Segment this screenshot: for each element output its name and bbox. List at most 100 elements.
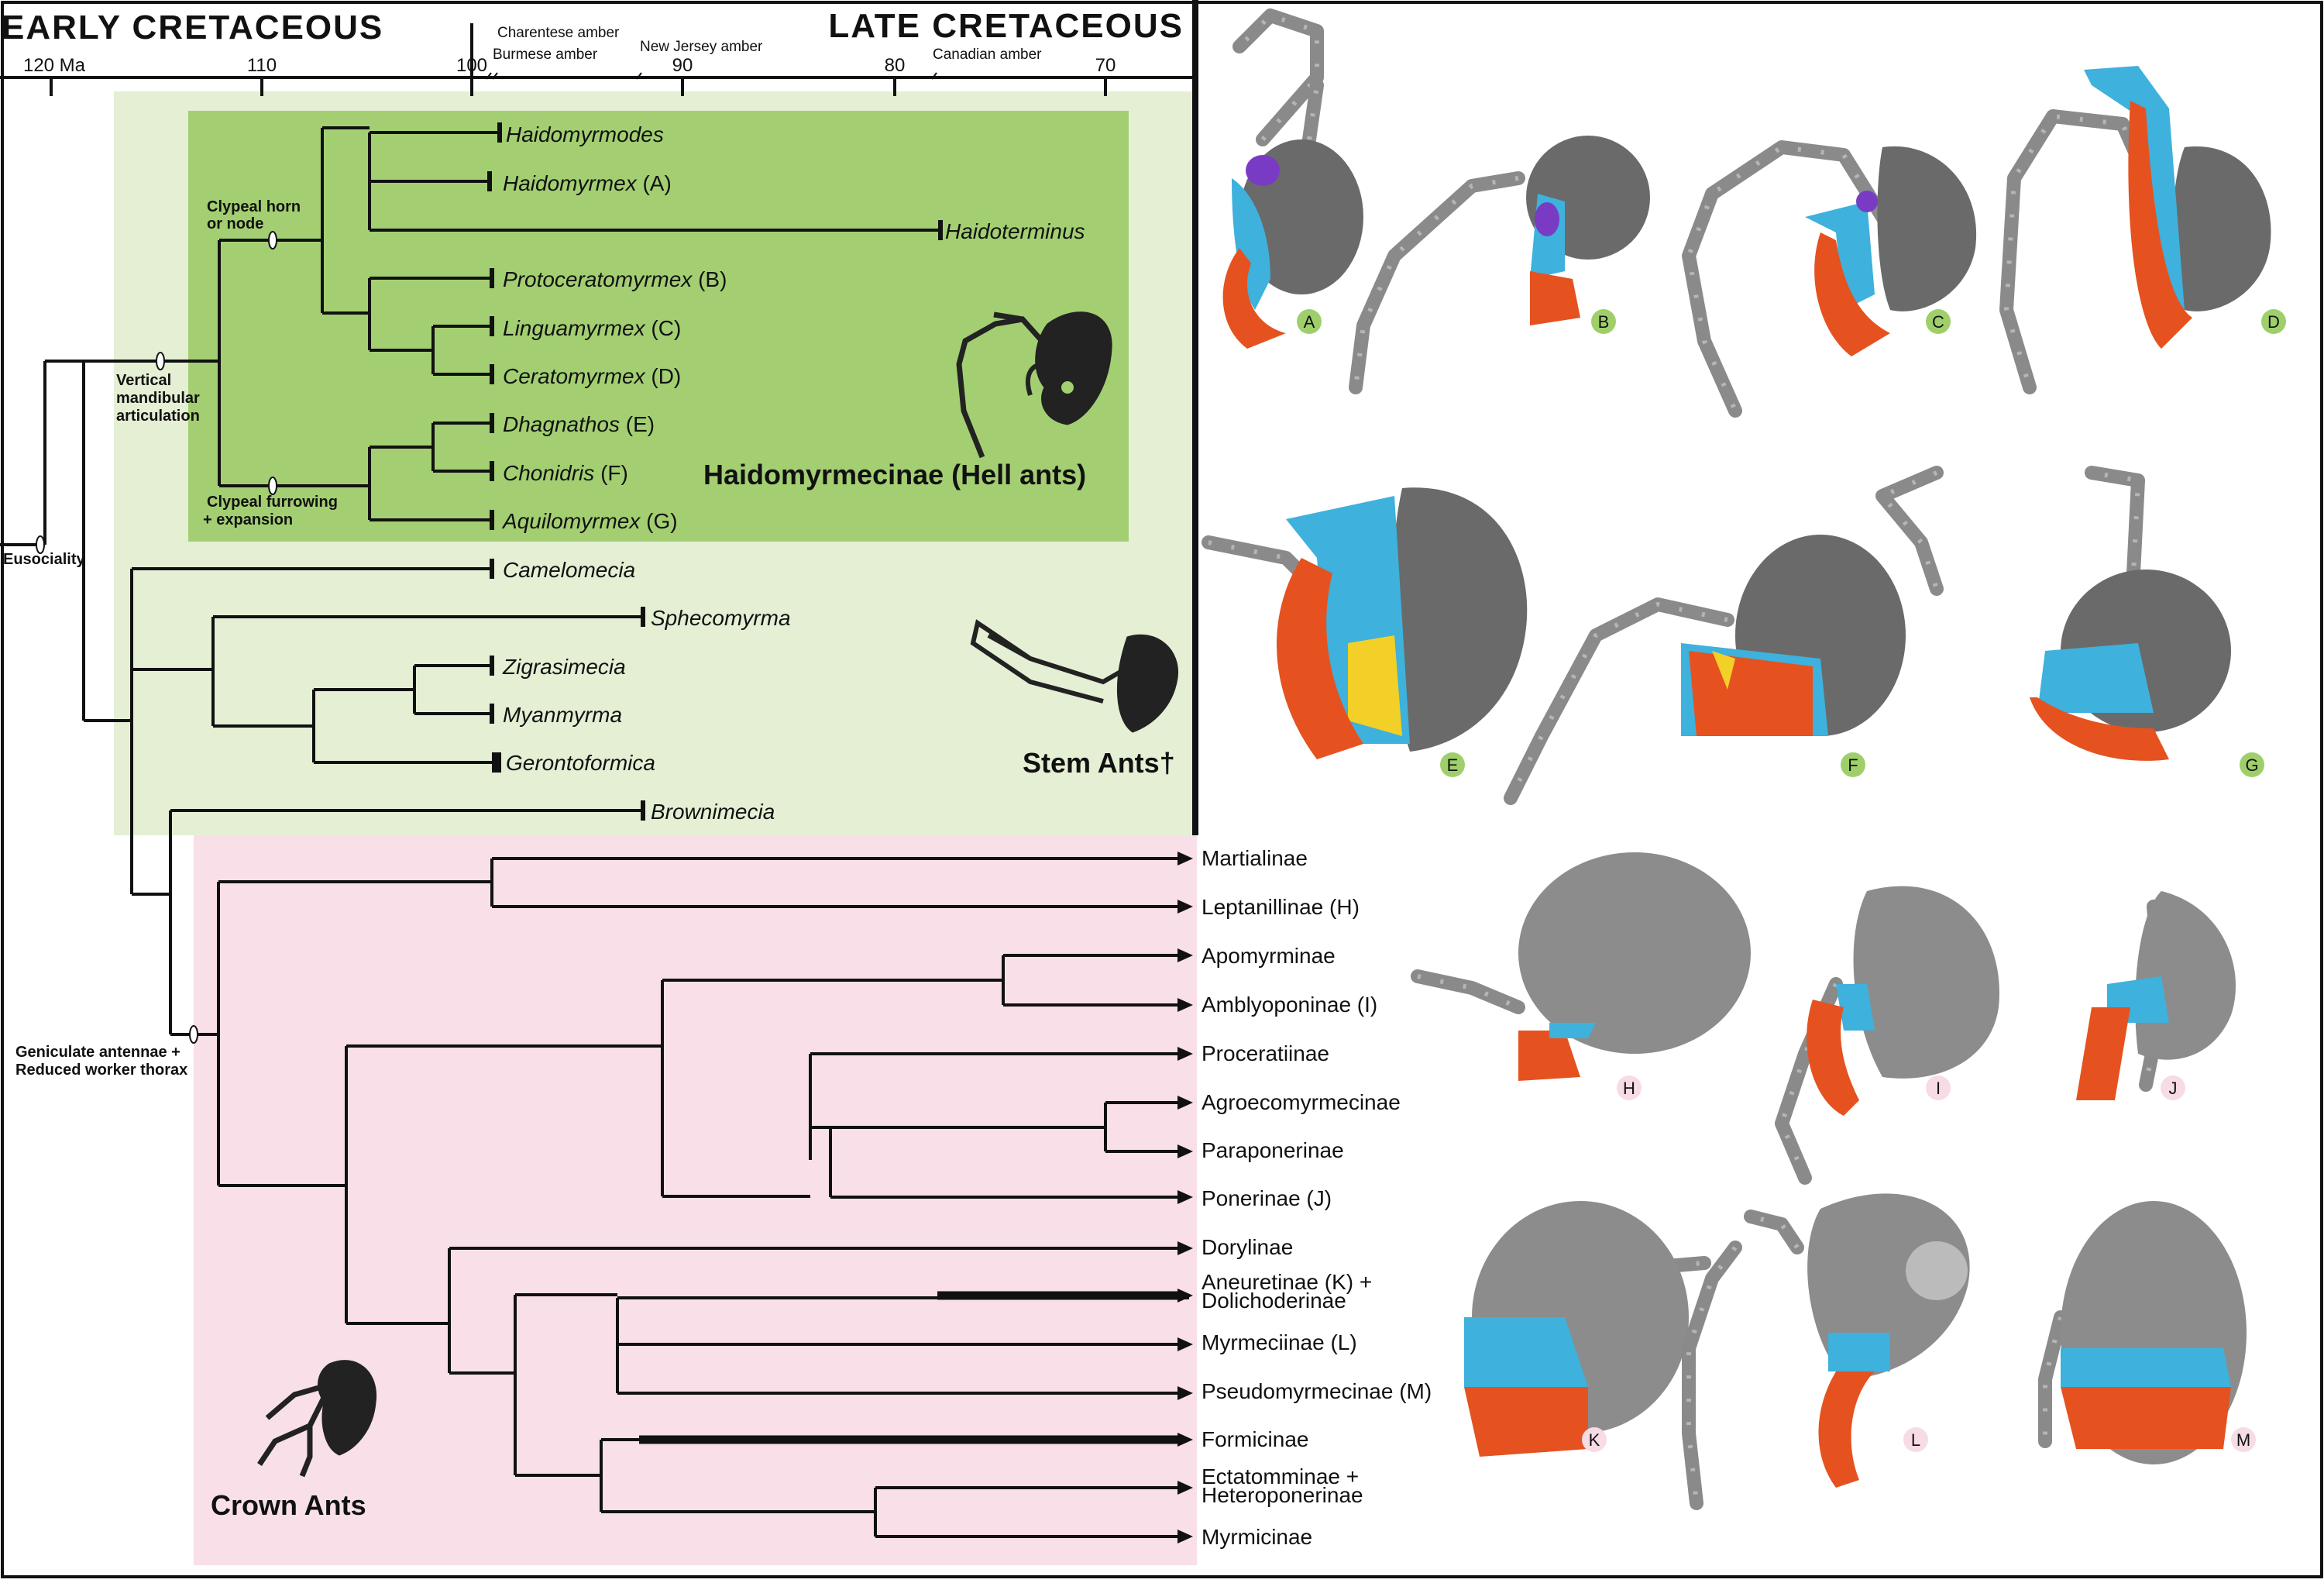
panel-letter-M: M — [2231, 1427, 2256, 1452]
arrowhead-12 — [1177, 1433, 1193, 1447]
taxon-haidomyrmex: Haidomyrmex (A) — [503, 171, 672, 195]
panel-letter-G: G — [2240, 752, 2264, 777]
arrowhead-13 — [1177, 1481, 1193, 1495]
node-label-geniculate-2: Reduced worker thorax — [15, 1062, 187, 1079]
panel-letter-F: F — [1841, 752, 1865, 777]
svg-text:B: B — [1598, 312, 1610, 332]
gerontoformica-range — [492, 752, 501, 773]
tick-label-120: 120 Ma — [23, 55, 86, 76]
taxon-brownimecia: Brownimecia — [651, 800, 775, 824]
svg-text:L: L — [1911, 1430, 1920, 1450]
hell-ants-box — [188, 111, 1129, 542]
crown-taxon-8: Dorylinae — [1202, 1235, 1293, 1259]
taxon-haidomyrmodes: Haidomyrmodes — [506, 122, 664, 146]
taxon-aquilomyrmex: Aquilomyrmex (G) — [501, 509, 678, 533]
arrowhead-0 — [1177, 852, 1193, 865]
node-markers — [36, 231, 277, 1044]
tick-label-80: 80 — [885, 55, 906, 76]
panel-letter-K: K — [1582, 1427, 1607, 1452]
taxon-zigrasimecia: Zigrasimecia — [502, 655, 626, 679]
svg-text:A: A — [1304, 312, 1315, 332]
crown-ants-group-label: Crown Ants — [211, 1489, 366, 1521]
head-H — [1411, 852, 1751, 1081]
arrowhead-4 — [1177, 1047, 1193, 1061]
node-label-clypeal-furrow-2: + expansion — [203, 511, 293, 528]
amber-new-jersey: New Jersey amber — [640, 39, 763, 55]
head-A — [1222, 9, 1363, 349]
taxon-dhagnathos: Dhagnathos (E) — [503, 412, 655, 436]
hell-ants-group-label: Haidomyrmecinae (Hell ants) — [703, 459, 1086, 490]
node-label-clypeal-horn-2: or node — [207, 215, 263, 232]
crown-taxon-2: Apomyrminae — [1202, 944, 1336, 968]
arrowhead-5 — [1177, 1096, 1193, 1110]
crown-taxon-5: Agroecomyrmecinae — [1202, 1090, 1401, 1114]
crown-taxon-14: Myrmicinae — [1202, 1525, 1312, 1549]
tick-label-110: 110 — [247, 55, 277, 76]
panel-letter-B: B — [1591, 309, 1616, 334]
timescale-ticks — [50, 77, 1107, 96]
arrowhead-7 — [1177, 1190, 1193, 1204]
arrowhead-9 — [1177, 1289, 1193, 1303]
panel-letter-J: J — [2161, 1075, 2185, 1100]
fossil-tip-markers — [487, 122, 943, 821]
tick-label-90: 90 — [672, 55, 693, 76]
stem-taxa: Camelomecia Sphecomyrma Zigrasimecia Mya… — [502, 558, 791, 824]
arrowhead-2 — [1177, 948, 1193, 962]
taxon-gerontoformica: Gerontoformica — [506, 751, 655, 775]
crown-taxon-4: Proceratiinae — [1202, 1041, 1329, 1065]
thick-range-bars — [639, 1291, 1177, 1444]
panel-letter-I: I — [1926, 1075, 1951, 1100]
crown-taxon-3: Amblyoponinae (I) — [1202, 993, 1377, 1017]
panel-letter-E: E — [1440, 752, 1465, 777]
crown-taxon-11: Pseudomyrmecinae (M) — [1202, 1379, 1432, 1403]
crown-taxon-9-line2: Dolichoderinae — [1202, 1289, 1346, 1313]
svg-text:I: I — [1936, 1079, 1941, 1098]
early-cretaceous-label: EARLY CRETACEOUS — [2, 9, 383, 46]
node-label-clypeal-horn-1: Clypeal horn — [207, 198, 301, 215]
taxon-myanmyrma: Myanmyrma — [503, 703, 622, 727]
svg-text:D: D — [2267, 312, 2280, 332]
crown-taxon-13: Ectatomminae + — [1202, 1464, 1359, 1488]
head-C — [1682, 140, 1977, 418]
crown-taxon-12: Formicinae — [1202, 1427, 1308, 1451]
head-illustrations — [1202, 9, 2271, 1510]
svg-text:F: F — [1848, 755, 1858, 775]
amber-markers — [486, 72, 937, 80]
svg-text:M: M — [2236, 1430, 2250, 1450]
arrowhead-6 — [1177, 1144, 1193, 1158]
taxon-chonidris: Chonidris (F) — [503, 461, 628, 485]
node-label-vertical-3: articulation — [116, 408, 200, 425]
crown-taxon-6: Paraponerinae — [1202, 1138, 1344, 1162]
panel-letter-L: L — [1903, 1427, 1928, 1452]
panel-letter-H: H — [1617, 1075, 1642, 1100]
extant-arrowheads — [1177, 852, 1193, 1543]
crown-taxon-1: Leptanillinae (H) — [1202, 895, 1360, 919]
arrowhead-11 — [1177, 1386, 1193, 1400]
node-label-clypeal-furrow-1: Clypeal furrowing — [207, 494, 338, 511]
amber-burmese: Burmese amber — [493, 46, 598, 63]
taxon-camelomecia: Camelomecia — [503, 558, 635, 582]
svg-text:H: H — [1623, 1079, 1635, 1098]
arrowhead-3 — [1177, 998, 1193, 1012]
node-label-vertical-1: Vertical — [116, 372, 171, 389]
node-label-eusociality: Eusociality — [3, 551, 85, 568]
svg-text:K: K — [1589, 1430, 1600, 1450]
head-B — [1349, 136, 1650, 394]
arrowhead-10 — [1177, 1337, 1193, 1351]
stem-ants-group-label: Stem Ants† — [1023, 747, 1175, 779]
tick-label-70: 70 — [1095, 55, 1116, 76]
late-cretaceous-label: LATE CRETACEOUS — [828, 7, 1184, 45]
head-K — [1464, 1201, 1711, 1457]
svg-text:J: J — [2169, 1079, 2178, 1098]
amber-charentese: Charentese amber — [497, 25, 620, 41]
taxon-ceratomyrmex: Ceratomyrmex (D) — [503, 364, 681, 388]
head-F — [1504, 535, 1906, 805]
crown-taxon-7: Ponerinae (J) — [1202, 1186, 1332, 1210]
head-G — [1875, 466, 2231, 761]
crown-taxon-10: Myrmeciinae (L) — [1202, 1330, 1357, 1354]
amber-canadian: Canadian amber — [933, 46, 1042, 63]
